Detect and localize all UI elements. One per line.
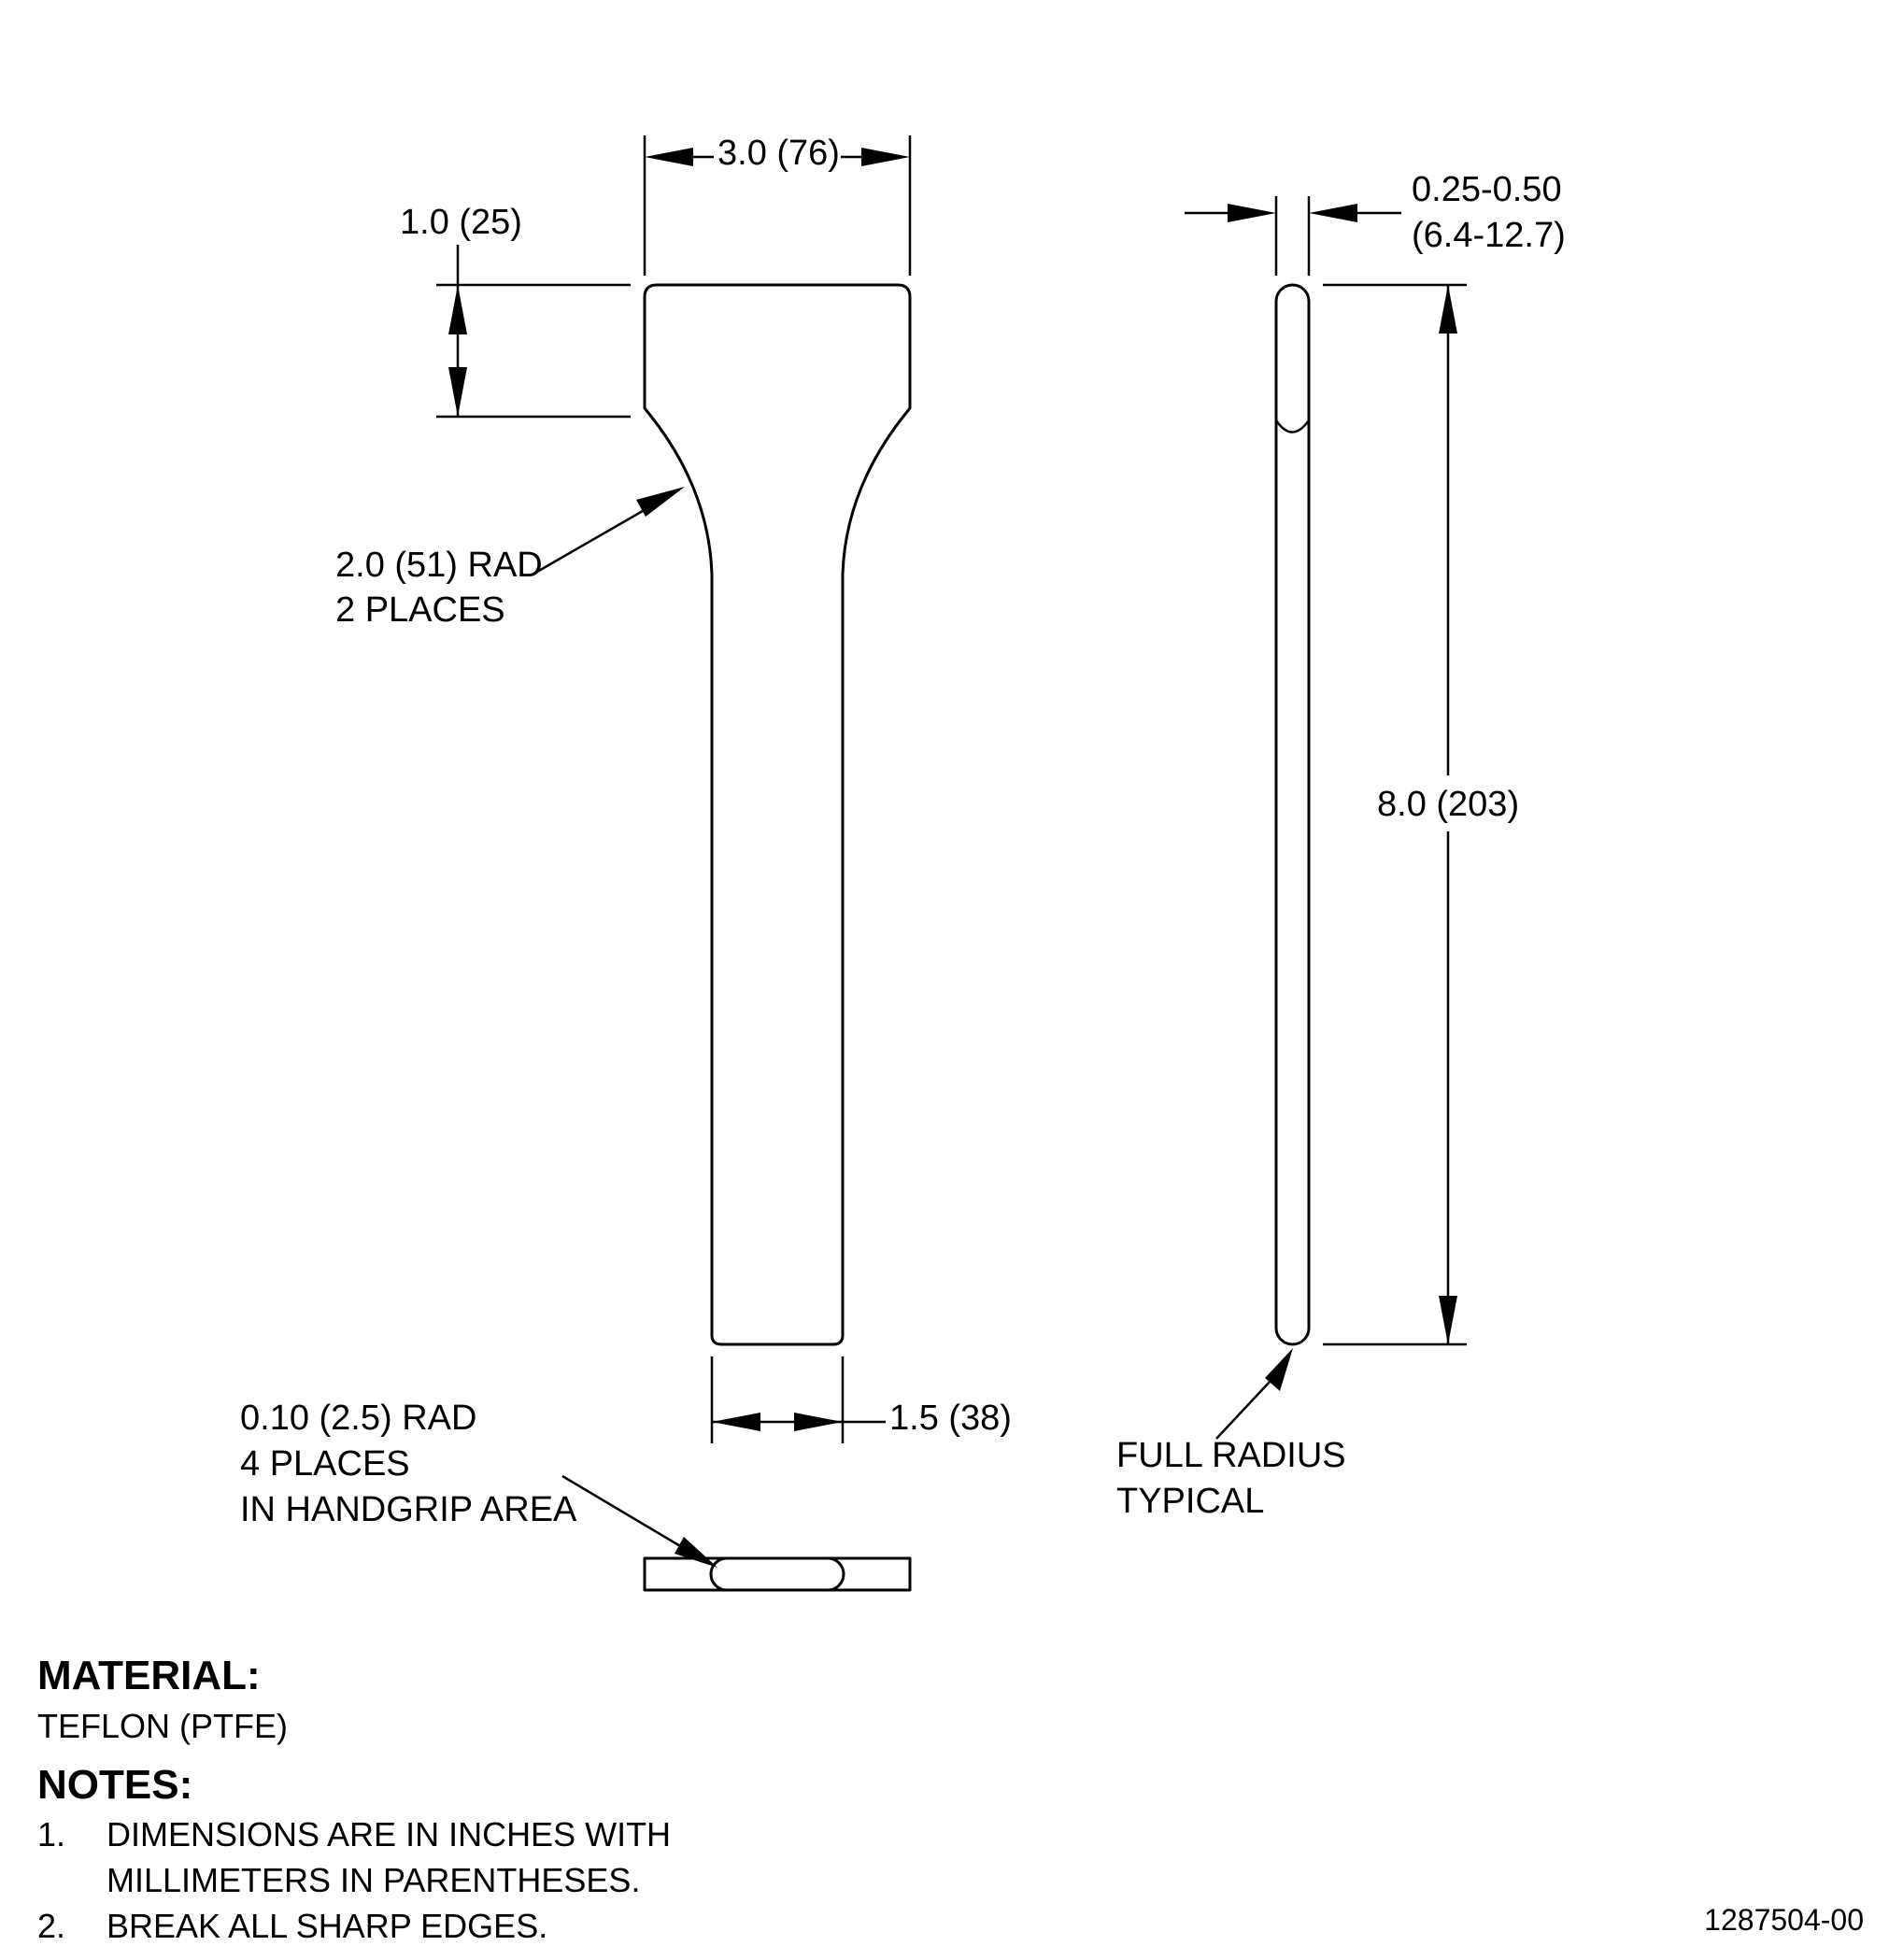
notes-heading: NOTES: xyxy=(37,1762,192,1808)
top-width-label: 3.0 (76) xyxy=(717,134,840,173)
note-number: 2. xyxy=(37,1907,65,1945)
material-heading: MATERIAL: xyxy=(37,1653,261,1698)
dimension-thickness: 0.25-0.50 (6.4-12.7) xyxy=(1185,170,1566,276)
arrowhead xyxy=(1228,204,1276,222)
side-view-grip-line xyxy=(1274,419,1311,433)
notes-block: NOTES: 1. DIMENSIONS ARE IN INCHES WITH … xyxy=(37,1762,671,1945)
end-view xyxy=(643,1556,912,1592)
edge-radius-label: 0.10 (2.5) RAD xyxy=(240,1399,476,1438)
arrowhead xyxy=(1309,204,1357,222)
full-radius-label: FULL RADIUS xyxy=(1116,1436,1346,1475)
arrowhead xyxy=(712,1413,760,1431)
dimension-grip-length: 1.0 (25) xyxy=(400,203,631,419)
arrowhead xyxy=(448,367,467,417)
arrowhead xyxy=(675,1537,717,1568)
thickness-label-inches: 0.25-0.50 xyxy=(1412,170,1562,209)
side-view xyxy=(1274,283,1311,1346)
note-text: BREAK ALL SHARP EDGES. xyxy=(107,1907,547,1945)
dimension-neck-width: 1.5 (38) xyxy=(710,1356,1012,1443)
end-view-outline xyxy=(643,1556,912,1592)
dimension-overall-length: 8.0 (203) xyxy=(1323,283,1519,1346)
overall-length-label: 8.0 (203) xyxy=(1377,785,1519,824)
dimension-top-width: 3.0 (76) xyxy=(643,134,912,276)
note-text: DIMENSIONS ARE IN INCHES WITH xyxy=(107,1815,671,1853)
thickness-label-mm: (6.4-12.7) xyxy=(1412,216,1566,255)
front-view xyxy=(643,283,912,1346)
fillet-radius-places: 2 PLACES xyxy=(335,590,505,630)
leader-edge-radius: 0.10 (2.5) RAD 4 PLACES IN HANDGRIP AREA xyxy=(240,1399,717,1568)
arrowhead xyxy=(1265,1348,1293,1391)
grip-length-label: 1.0 (25) xyxy=(400,203,522,242)
note-text-continued: MILLIMETERS IN PARENTHESES. xyxy=(107,1861,640,1899)
arrowhead xyxy=(1439,285,1457,334)
arrowhead xyxy=(1439,1296,1457,1344)
arrowhead xyxy=(636,487,685,517)
end-view-inner-profile xyxy=(709,1556,845,1592)
edge-radius-places: 4 PLACES xyxy=(240,1444,410,1484)
specimen-outline xyxy=(643,283,912,1346)
drawing-id: 1287504-00 xyxy=(1704,1903,1864,1937)
arrowhead xyxy=(645,148,693,166)
edge-radius-area: IN HANDGRIP AREA xyxy=(240,1490,577,1529)
full-radius-typical: TYPICAL xyxy=(1116,1482,1264,1521)
arrowhead xyxy=(448,285,467,334)
arrowhead xyxy=(861,148,910,166)
material-block: MATERIAL: TEFLON (PTFE) xyxy=(37,1653,288,1745)
side-view-outline xyxy=(1274,283,1311,1346)
neck-width-label: 1.5 (38) xyxy=(889,1399,1012,1438)
fillet-radius-label: 2.0 (51) RAD xyxy=(335,546,543,585)
note-number: 1. xyxy=(37,1815,65,1853)
leader-full-radius: FULL RADIUS TYPICAL xyxy=(1116,1348,1346,1521)
leader-fillet-radius: 2.0 (51) RAD 2 PLACES xyxy=(335,487,685,630)
material-value: TEFLON (PTFE) xyxy=(37,1707,288,1745)
arrowhead xyxy=(794,1413,843,1431)
